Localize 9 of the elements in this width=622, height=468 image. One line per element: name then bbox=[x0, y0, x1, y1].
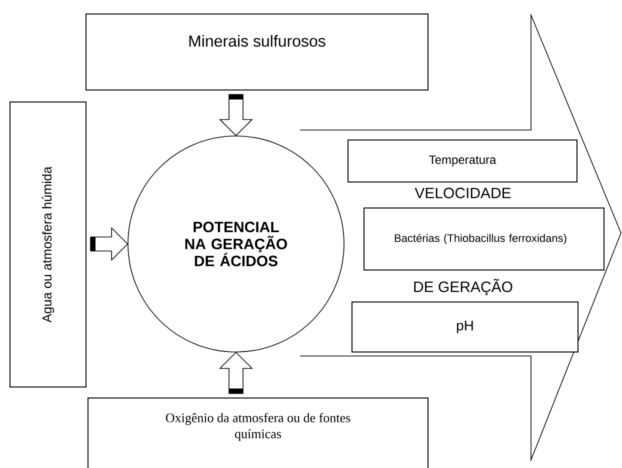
text-box: Minerais sulfurosos bbox=[86, 14, 428, 90]
text-box: pH bbox=[352, 301, 578, 352]
text-box: Oxigênio da atmosfera ou de fontes químicas bbox=[88, 397, 428, 468]
block-arrow bbox=[90, 227, 128, 261]
text-box: Agua ou atmosfera húmida bbox=[10, 102, 86, 388]
text-box: Bactérias (Thiobacillus ferroxidans) bbox=[364, 208, 604, 270]
block-arrow bbox=[219, 94, 253, 136]
block-arrow bbox=[219, 352, 253, 394]
text-box: Temperatura bbox=[348, 140, 578, 182]
